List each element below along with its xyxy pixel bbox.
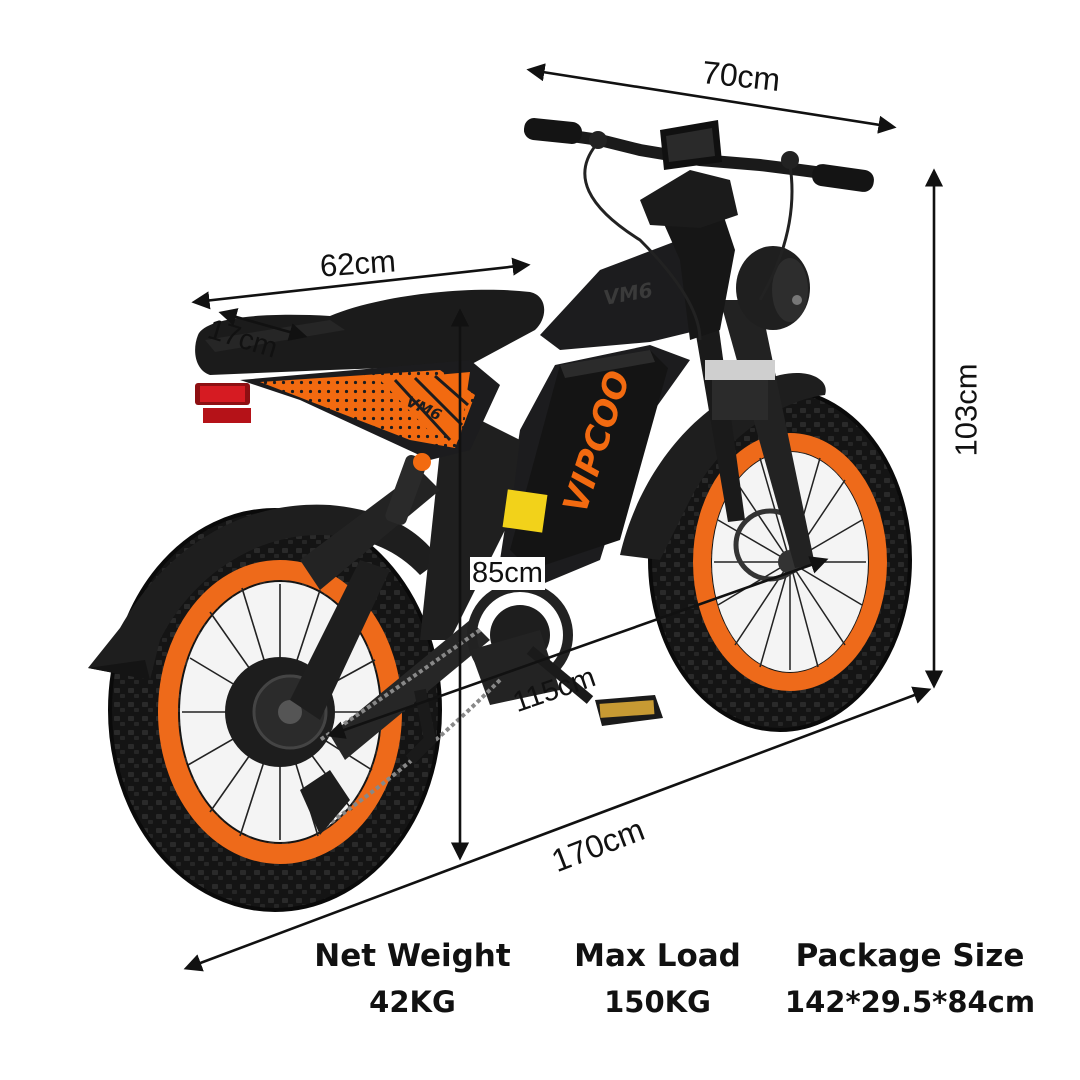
spec-label: Package Size: [795, 938, 1025, 974]
warning-sticker: [502, 489, 548, 533]
side-panel: [240, 360, 500, 460]
spec-value: 42KG: [369, 985, 456, 1019]
rear-shock: [385, 453, 431, 525]
front-fork: [690, 300, 815, 568]
arrow-overall-length: [183, 686, 932, 972]
battery: [502, 350, 668, 570]
dimension-arrows: [183, 63, 944, 972]
spec-value: 142*29.5*84cm: [784, 985, 1036, 1019]
dim-seat-length-label: 62cm: [318, 243, 397, 284]
spec-label: Net Weight: [314, 938, 511, 974]
rear-fender: [88, 504, 440, 680]
dim-seat-height-label: 85cm: [470, 557, 545, 590]
arrow-seat-width: [218, 308, 308, 341]
taillight: [195, 383, 251, 423]
dim-overall-height-label: 103cm: [948, 363, 984, 457]
spec-value: 150KG: [604, 985, 711, 1019]
arrow-seat-length: [191, 257, 531, 310]
front-fender: [620, 372, 826, 560]
headlight: [736, 246, 810, 330]
arrow-handlebar-width: [526, 63, 897, 134]
spec-label: Max Load: [574, 938, 741, 974]
